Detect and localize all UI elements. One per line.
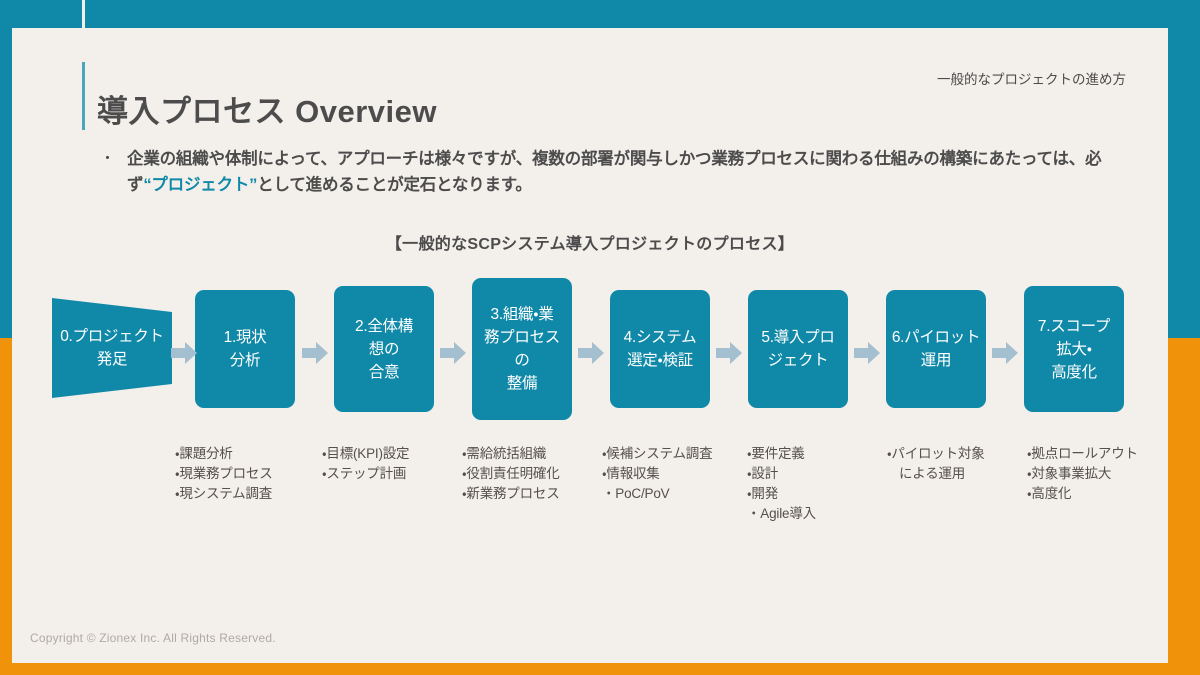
detail-column-3: ・需給統括組織・役割責任明確化・新業務プロセス — [462, 444, 560, 504]
process-node-label: 4.システム選定・検証 — [623, 329, 697, 369]
detail-item: ・高度化 — [1027, 486, 1072, 501]
detail-item: ・現システム調査 — [175, 486, 273, 501]
process-detail-columns: ・課題分析・現業務プロセス・現システム調査 ・目標(KPI)設定・ステップ計画 ・需… — [12, 444, 1168, 564]
detail-column-6: ・パイロット対象による運用 — [887, 444, 985, 484]
detail-item: ・開発 — [747, 486, 778, 501]
frame-top-bar — [0, 0, 1200, 28]
process-node-1[interactable]: 1.現状分析 — [195, 290, 295, 408]
detail-item: ・設計 — [747, 466, 778, 481]
lead-paragraph: ・ 企業の組織や体制によって、アプローチは様々ですが、複数の部署が関与しかつ業務… — [100, 146, 1110, 198]
process-node-label: 3.組織・業務プロセスの整備 — [483, 306, 560, 392]
lead-text-highlight: “プロジェクト” — [143, 176, 258, 194]
detail-item: ・パイロット対象 — [887, 446, 985, 461]
frame-top-tick — [82, 0, 85, 28]
lead-text-part2: として進めることが定石となります。 — [257, 176, 532, 194]
detail-item: ・拠点ロールアウト — [1027, 446, 1138, 461]
lead-bullet-marker: ・ — [100, 150, 116, 167]
frame-right-orange — [1168, 338, 1200, 675]
arrow-right-icon — [578, 340, 604, 366]
detail-item: による運用 — [899, 466, 966, 481]
lead-text-part1: 企業の組織や体制によって、アプローチは様々ですが、複数の部署が関与しかつ業務プロ… — [127, 150, 1102, 194]
process-node-label: 7.スコープ拡大・高度化 — [1037, 317, 1111, 381]
detail-item: ・役割責任明確化 — [462, 466, 560, 481]
slide-canvas: 導入プロセス Overview 一般的なプロジェクトの進め方 ・ 企業の組織や体… — [12, 28, 1168, 663]
lead-paragraph-text: 企業の組織や体制によって、アプローチは様々ですが、複数の部署が関与しかつ業務プロ… — [127, 146, 1110, 198]
header-section-tag: 一般的なプロジェクトの進め方 — [937, 72, 1126, 87]
detail-column-7: ・拠点ロールアウト・対象事業拡大・高度化 — [1027, 444, 1138, 504]
process-node-7[interactable]: 7.スコープ拡大・高度化 — [1024, 286, 1124, 412]
frame-left-teal — [0, 0, 12, 338]
detail-item: ・情報収集 — [602, 466, 660, 481]
title-accent-line — [82, 62, 85, 130]
frame-left-orange — [0, 338, 12, 675]
process-node-4[interactable]: 4.システム選定・検証 — [610, 290, 710, 408]
detail-item: ・課題分析 — [175, 446, 233, 461]
frame-right-teal — [1168, 0, 1200, 338]
footer-copyright: Copyright © Zionex Inc. All Rights Reser… — [30, 631, 276, 645]
process-node-label: 5.導入プロジェクト — [761, 329, 835, 369]
process-node-label: 6.パイロット運用 — [891, 329, 981, 369]
process-node-label: 2.全体構想の合意 — [355, 317, 413, 381]
detail-item: ・Agile導入 — [747, 506, 816, 521]
detail-item: ・PoC/PoV — [602, 486, 670, 501]
detail-column-5: ・要件定義・設計・開発・Agile導入 — [747, 444, 816, 524]
detail-item: ・候補システム調査 — [602, 446, 713, 461]
frame-bottom-bar — [0, 663, 1200, 675]
process-node-2[interactable]: 2.全体構想の合意 — [334, 286, 434, 412]
detail-column-4: ・候補システム調査・情報収集・PoC/PoV — [602, 444, 713, 504]
detail-item: ・需給統括組織 — [462, 446, 547, 461]
process-node-0[interactable]: 0.プロジェクト発足 — [52, 298, 172, 398]
process-flow: 0.プロジェクト発足 1.現状分析 2.全体構想の合意 3.組織・業務プロセスの整備 4… — [12, 274, 1168, 434]
arrow-right-icon — [992, 340, 1018, 366]
process-node-5[interactable]: 5.導入プロジェクト — [748, 290, 848, 408]
page-title: 導入プロセス Overview — [97, 94, 437, 129]
arrow-right-icon — [301, 340, 328, 366]
process-node-6[interactable]: 6.パイロット運用 — [886, 290, 986, 408]
detail-column-1: ・課題分析・現業務プロセス・現システム調査 — [175, 444, 273, 504]
section-caption: 【一般的なSCPシステム導入プロジェクトのプロセス】 — [385, 236, 795, 253]
arrow-right-icon — [854, 340, 880, 366]
detail-item: ・ステップ計画 — [322, 466, 407, 481]
detail-column-2: ・目標(KPI)設定・ステップ計画 — [322, 444, 410, 484]
arrow-right-icon — [170, 340, 197, 366]
process-node-label: 1.現状分析 — [223, 329, 267, 369]
detail-item: ・対象事業拡大 — [1027, 466, 1112, 481]
detail-item: ・新業務プロセス — [462, 486, 560, 501]
process-node-3[interactable]: 3.組織・業務プロセスの整備 — [472, 278, 572, 420]
arrow-right-icon — [716, 340, 742, 366]
detail-item: ・目標(KPI)設定 — [322, 446, 410, 461]
detail-item: ・要件定義 — [747, 446, 805, 461]
detail-item: ・現業務プロセス — [175, 466, 273, 481]
process-node-label: 0.プロジェクト発足 — [60, 328, 164, 368]
arrow-right-icon — [440, 340, 466, 366]
